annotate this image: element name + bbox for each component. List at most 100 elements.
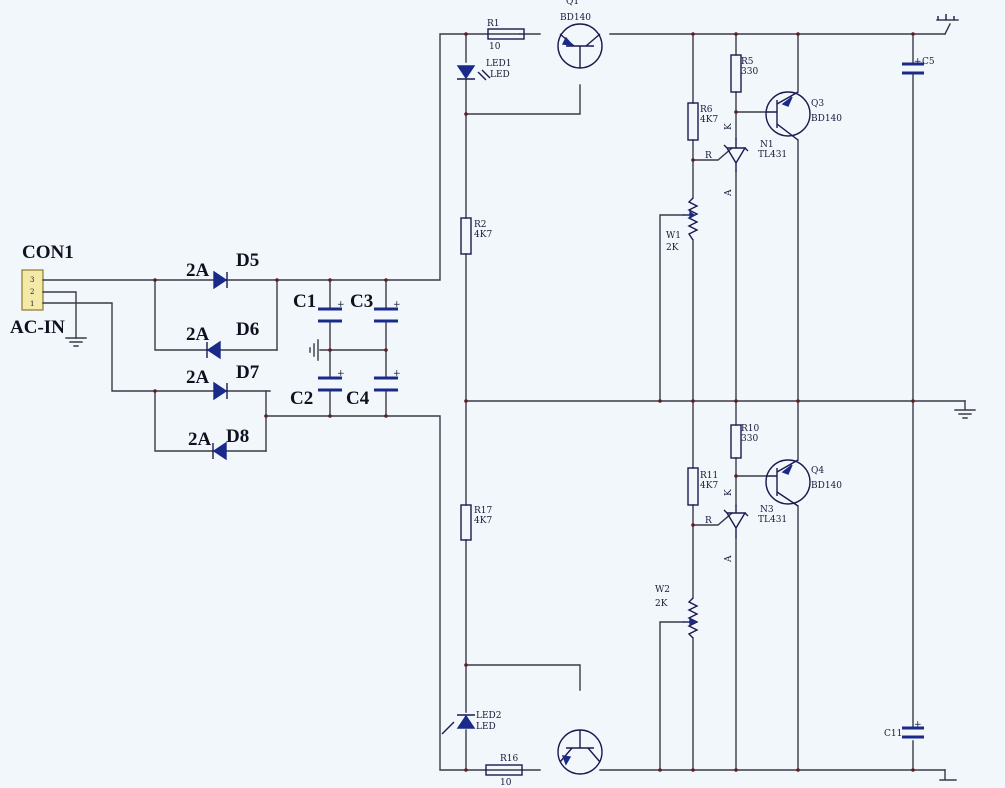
svg-text:BD140: BD140	[811, 481, 842, 491]
positive-rail-terminal	[936, 14, 959, 35]
connector-con1: 3 2 1	[21, 269, 44, 311]
resistor-r11	[687, 467, 699, 506]
svg-text:R2: R2	[474, 220, 487, 230]
svg-text:LED1: LED1	[486, 59, 512, 69]
d8-label: D8	[226, 426, 249, 447]
svg-text:1: 1	[30, 300, 34, 308]
capacitor-c1	[318, 307, 342, 323]
transistor-q4	[765, 459, 811, 507]
resistor-r17	[460, 504, 472, 541]
svg-text:330: 330	[741, 434, 758, 444]
capacitor-c11	[902, 726, 924, 739]
diode-d6	[206, 340, 221, 360]
svg-text:R: R	[705, 151, 712, 161]
svg-text:A: A	[724, 555, 734, 563]
svg-text:R5: R5	[741, 57, 754, 67]
svg-text:Q4: Q4	[811, 466, 824, 476]
diode-d5	[213, 270, 228, 290]
transistor-q3	[765, 91, 811, 141]
negative-rail-terminal	[939, 769, 957, 781]
svg-text:N3: N3	[760, 505, 774, 515]
d5-rating: 2A	[186, 260, 210, 281]
input-wires	[42, 279, 278, 392]
resistor-r1	[487, 28, 525, 40]
ground-symbol-output	[954, 400, 976, 419]
svg-text:R6: R6	[700, 105, 713, 115]
potentiometer-w1	[683, 197, 699, 241]
d7-rating: 2A	[186, 367, 210, 388]
svg-text:K: K	[724, 489, 734, 496]
capacitor-c4	[374, 376, 398, 392]
svg-text:W1: W1	[666, 231, 681, 241]
svg-text:Q3: Q3	[811, 99, 824, 109]
svg-text:Q1: Q1	[566, 0, 579, 7]
svg-text:LED2: LED2	[476, 711, 502, 721]
svg-text:LED: LED	[490, 70, 510, 80]
shunt-regulator-n1	[723, 138, 749, 172]
svg-text:R1: R1	[487, 19, 500, 29]
junction-dots	[153, 32, 915, 772]
svg-text:R16: R16	[500, 754, 519, 764]
svg-text:2: 2	[30, 288, 34, 296]
svg-text:+: +	[337, 300, 345, 310]
capacitor-c3	[374, 307, 398, 323]
svg-text:TL431: TL431	[758, 515, 787, 525]
resistor-r2	[460, 217, 472, 255]
resistor-r10	[730, 424, 742, 459]
resistor-r16	[485, 764, 523, 776]
svg-text:BD140: BD140	[811, 114, 842, 124]
shunt-regulator-n3	[723, 505, 749, 538]
c2-label: C2	[290, 388, 313, 409]
transistor-q2	[557, 729, 603, 775]
svg-text:2K: 2K	[655, 599, 668, 609]
svg-text:4K7: 4K7	[474, 516, 492, 526]
svg-text:4K7: 4K7	[700, 481, 718, 491]
svg-text:C11: C11	[884, 729, 902, 739]
resistor-r6	[687, 102, 699, 141]
svg-text:4K7: 4K7	[474, 230, 492, 240]
svg-text:A: A	[724, 189, 734, 197]
svg-text:R10: R10	[741, 424, 760, 434]
svg-text:10: 10	[500, 778, 512, 788]
svg-text:+: +	[393, 369, 401, 379]
potentiometer-w2	[683, 597, 699, 639]
svg-text:LED: LED	[476, 722, 496, 732]
d6-label: D6	[236, 319, 259, 340]
transistor-q1	[557, 23, 603, 69]
led-led1	[456, 65, 491, 81]
c3-label: C3	[350, 291, 373, 312]
ground-symbol-caps	[309, 339, 319, 361]
ground-symbol-input	[65, 337, 87, 347]
capacitor-c5	[902, 62, 924, 75]
d5-label: D5	[236, 250, 259, 271]
svg-text:10: 10	[489, 42, 501, 52]
svg-text:C5: C5	[922, 57, 935, 67]
svg-text:+: +	[337, 369, 345, 379]
svg-text:TL431: TL431	[758, 150, 787, 160]
d7-label: D7	[236, 362, 260, 383]
svg-text:2K: 2K	[666, 243, 679, 253]
svg-text:+: +	[914, 720, 922, 730]
svg-text:+: +	[393, 300, 401, 310]
upper-wires	[465, 33, 966, 771]
c1-label: C1	[293, 291, 316, 312]
bridge-wires	[154, 279, 541, 771]
diode-d8	[212, 441, 227, 461]
svg-text:R: R	[705, 516, 712, 526]
resistor-r5	[730, 54, 742, 93]
svg-text:K: K	[724, 123, 734, 130]
svg-text:BD140: BD140	[560, 13, 591, 23]
svg-text:+: +	[914, 57, 922, 67]
led-led2	[441, 714, 476, 735]
svg-text:R17: R17	[474, 506, 493, 516]
diode-d7	[213, 381, 228, 401]
d6-rating: 2A	[186, 324, 210, 345]
svg-text:330: 330	[741, 67, 758, 77]
svg-text:N1: N1	[760, 140, 774, 150]
capacitor-c2	[318, 376, 342, 392]
svg-text:W2: W2	[655, 585, 670, 595]
svg-text:R11: R11	[700, 471, 718, 481]
d8-rating: 2A	[188, 429, 212, 450]
